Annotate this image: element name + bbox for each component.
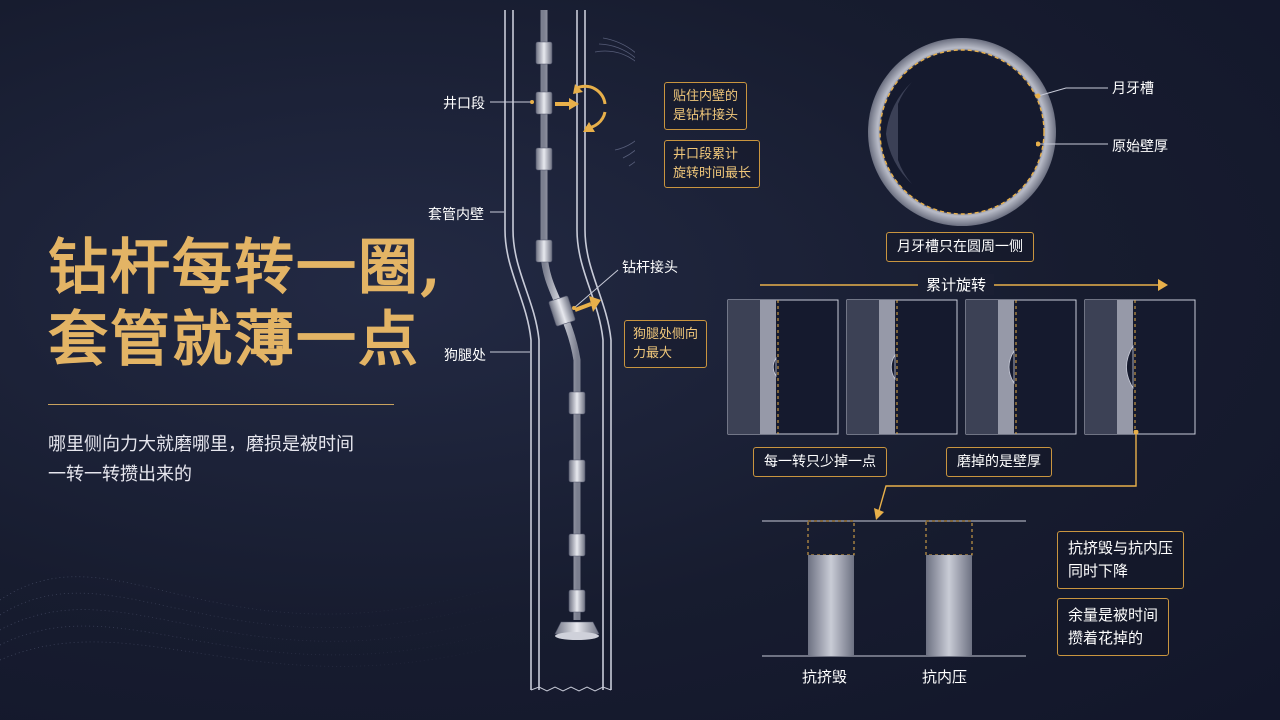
connector-arrow bbox=[874, 430, 1139, 520]
note-contact: 贴住内壁的 是钻杆接头 bbox=[664, 82, 748, 130]
note-contact-line-2: 是钻杆接头 bbox=[673, 108, 739, 123]
casing-ring-cross-section bbox=[868, 38, 1056, 226]
note-dogleg-line-1: 狗腿处侧向 bbox=[633, 327, 699, 342]
casing-inner-right bbox=[576, 10, 604, 690]
wear-stage-panel bbox=[1084, 299, 1196, 435]
leader-tool-joint bbox=[572, 269, 619, 310]
drill-bit bbox=[554, 621, 600, 635]
note-decline-line-1: 抗挤毁与抗内压 bbox=[1068, 539, 1174, 557]
label-tool-joint: 钻杆接头 bbox=[622, 260, 678, 276]
label-dogleg: 狗腿处 bbox=[444, 348, 486, 364]
note-dogleg-force: 狗腿处侧向 力最大 bbox=[624, 320, 708, 368]
label-original-thickness: 原始壁厚 bbox=[1112, 139, 1168, 155]
note-margin-line-2: 攒着花掉的 bbox=[1068, 629, 1144, 647]
casing-outer-left bbox=[504, 10, 532, 690]
wear-groove bbox=[1008, 349, 1015, 385]
note-decline-line-2: 同时下降 bbox=[1068, 562, 1129, 580]
leader-wellhead bbox=[490, 100, 534, 104]
leader-casing-wall bbox=[490, 211, 504, 213]
subtitle-line-2: 一转一转攒出来的 bbox=[48, 464, 192, 485]
note-wall-thickness: 磨掉的是壁厚 bbox=[946, 447, 1052, 477]
strength-bars bbox=[762, 520, 1026, 657]
label-cumulative-rotation: 累计旋转 bbox=[918, 274, 995, 295]
wear-groove bbox=[1126, 344, 1134, 390]
note-rotation-line-2: 旋转时间最长 bbox=[673, 166, 752, 181]
tool-joint bbox=[548, 295, 576, 327]
note-rotation-time: 井口段累计 旋转时间最长 bbox=[664, 140, 761, 188]
tool-joint bbox=[568, 589, 586, 613]
label-collapse: 抗挤毁 bbox=[802, 668, 848, 686]
tool-joint bbox=[568, 533, 586, 557]
bar-burst-original bbox=[925, 520, 973, 556]
casing-outer-right bbox=[584, 10, 612, 690]
wear-stage-panel bbox=[727, 299, 839, 435]
leader-groove bbox=[1036, 87, 1108, 99]
leader-original bbox=[1036, 141, 1108, 147]
note-strength-decline: 抗挤毁与抗内压 同时下降 bbox=[1057, 531, 1185, 589]
bar-collapse-original bbox=[807, 520, 855, 556]
label-burst: 抗内压 bbox=[922, 668, 968, 686]
tool-joint bbox=[535, 91, 553, 115]
label-wellhead: 井口段 bbox=[443, 96, 485, 112]
note-one-side-groove: 月牙槽只在圆周一侧 bbox=[886, 232, 1034, 262]
tool-joint bbox=[568, 391, 586, 415]
note-rotation-line-1: 井口段累计 bbox=[673, 147, 739, 162]
background-wave-decoration bbox=[0, 576, 520, 667]
casing-inner-left bbox=[512, 10, 540, 690]
note-contact-line-1: 贴住内壁的 bbox=[673, 89, 739, 104]
note-margin-spent: 余量是被时间 攒着花掉的 bbox=[1057, 598, 1170, 656]
title-line-1: 钻杆每转一圈, bbox=[48, 233, 443, 303]
label-casing-wall: 套管内壁 bbox=[428, 207, 484, 223]
note-margin-line-1: 余量是被时间 bbox=[1068, 606, 1159, 624]
wear-groove bbox=[890, 353, 896, 381]
label-crescent-groove: 月牙槽 bbox=[1112, 81, 1154, 97]
subtitle-line-1: 哪里侧向力大就磨哪里，磨损是被时间 bbox=[48, 434, 354, 455]
bar-burst bbox=[926, 555, 972, 656]
note-each-turn: 每一转只少掉一点 bbox=[753, 447, 887, 477]
title-divider bbox=[48, 404, 394, 405]
tool-joint bbox=[535, 239, 553, 263]
title-line-2: 套管就薄一点 bbox=[48, 305, 420, 375]
note-dogleg-line-2: 力最大 bbox=[633, 346, 673, 361]
wear-stage-panel bbox=[965, 299, 1077, 435]
wear-groove bbox=[772, 356, 777, 378]
wear-stage-panels bbox=[727, 299, 1196, 435]
tool-joint bbox=[535, 41, 553, 65]
bar-collapse bbox=[808, 555, 854, 656]
leader-dogleg bbox=[490, 351, 530, 353]
wellbore-diagram bbox=[504, 10, 635, 692]
tool-joint bbox=[535, 147, 553, 171]
tool-joint bbox=[568, 459, 586, 483]
wear-stage-panel bbox=[846, 299, 958, 435]
